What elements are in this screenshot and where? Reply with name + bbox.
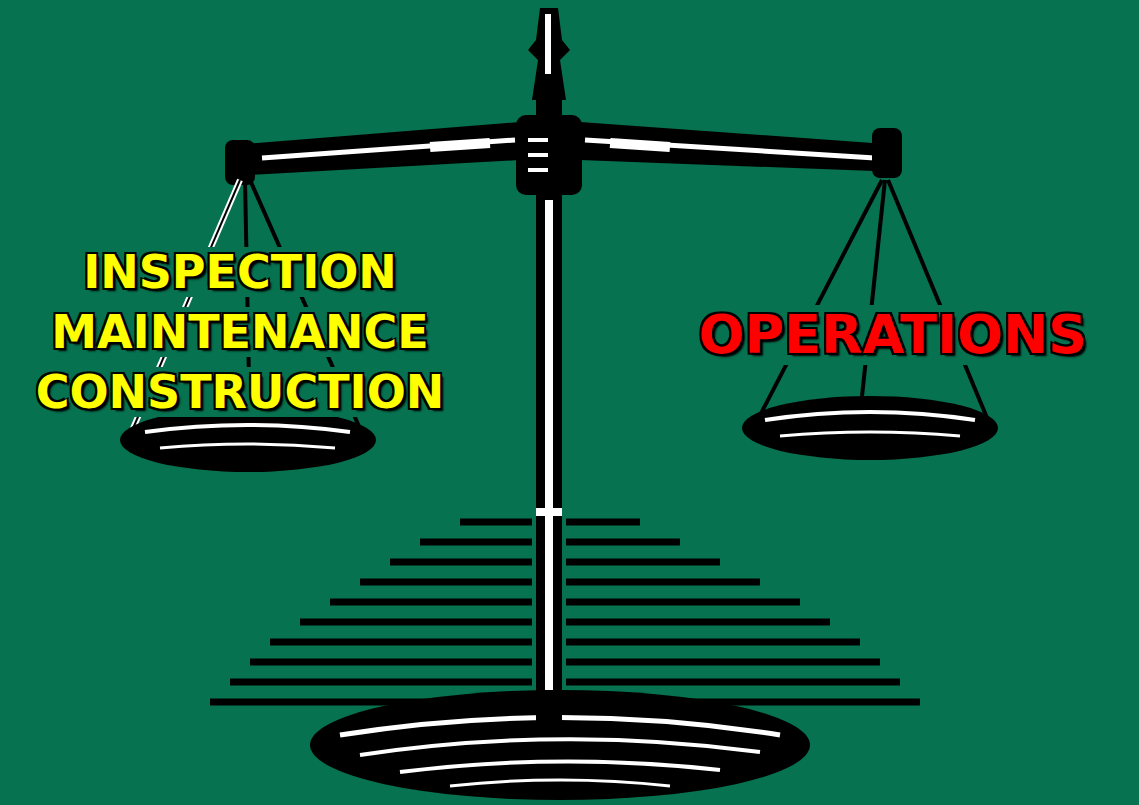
left-pan-label: MAINTENANCE (47, 307, 433, 358)
shadow-lines (210, 522, 920, 702)
left-pan-label: CONSTRUCTION (32, 367, 449, 418)
scale-beam (225, 115, 902, 195)
right-pan-label: OPERATIONS (695, 305, 1091, 364)
left-pan-label: INSPECTION (79, 247, 401, 298)
